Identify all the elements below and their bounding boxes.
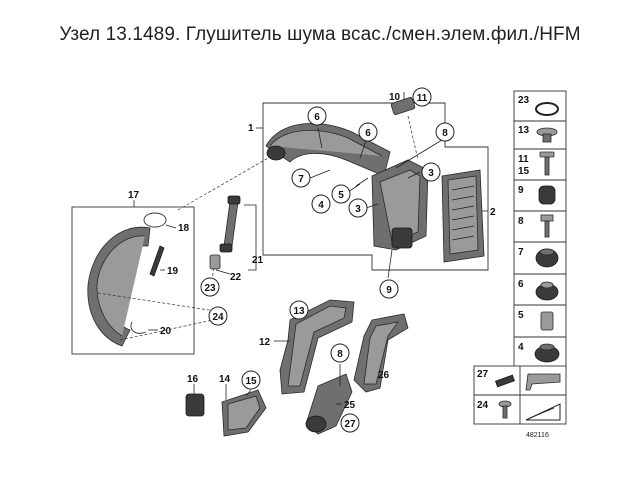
label-19: 19 [167, 266, 179, 277]
label-2: 2 [490, 207, 496, 218]
callout-5: 5 [331, 184, 351, 204]
bottom-num-27: 27 [477, 369, 489, 380]
svg-text:23: 23 [204, 283, 216, 294]
callout-13: 13 [289, 300, 309, 320]
screw-icon [539, 151, 555, 176]
side-num-6: 6 [518, 279, 524, 290]
callout-3a: 3 [348, 198, 368, 218]
callout-8a: 8 [435, 122, 455, 142]
bolt-washer-icon [498, 400, 512, 419]
rubber-mount-icon [538, 185, 556, 205]
callout-24: 24 [208, 306, 228, 326]
side-num-8: 8 [518, 216, 524, 227]
callout-6b: 6 [358, 122, 378, 142]
svg-text:27: 27 [344, 419, 356, 430]
vent-hose [149, 245, 165, 277]
svg-text:9: 9 [386, 285, 392, 296]
side-num-9: 9 [518, 185, 524, 196]
side-num-13: 13 [518, 125, 530, 136]
sleeve-icon [540, 311, 554, 331]
label-14: 14 [219, 374, 231, 385]
svg-text:3: 3 [428, 168, 434, 179]
svg-text:4: 4 [318, 200, 324, 211]
callout-3b: 3 [421, 162, 441, 182]
bolt-icon [540, 214, 554, 238]
svg-text:5: 5 [338, 190, 344, 201]
svg-text:8: 8 [442, 128, 448, 139]
seal-strip-icon [495, 374, 515, 388]
callout-9: 9 [379, 279, 399, 299]
label-16: 16 [187, 374, 199, 385]
side-num-11: 11 [518, 154, 529, 165]
clip-nut-icon [536, 127, 558, 143]
label-22: 22 [230, 272, 242, 283]
label-18: 18 [178, 223, 190, 234]
side-num-4: 4 [518, 342, 524, 353]
svg-text:11: 11 [417, 93, 428, 104]
callout-15: 15 [241, 370, 261, 390]
group-outline-1 [262, 102, 489, 271]
svg-text:3: 3 [355, 204, 361, 215]
svg-text:7: 7 [298, 174, 304, 185]
drawing-number: 482116 [526, 432, 549, 439]
side-num-15: 15 [518, 166, 530, 177]
svg-text:8: 8 [337, 349, 343, 360]
svg-text:6: 6 [314, 112, 320, 123]
callout-27: 27 [340, 413, 360, 433]
group-outline-17 [71, 206, 195, 355]
svg-text:6: 6 [365, 128, 371, 139]
svg-text:13: 13 [293, 306, 305, 317]
label-12: 12 [259, 337, 271, 348]
page-title: Узел 13.1489. Глушитель шума всас./смен.… [59, 24, 581, 45]
side-num-5: 5 [518, 310, 524, 321]
label-1: 1 [248, 123, 254, 134]
callout-8b: 8 [330, 343, 350, 363]
side-num-7: 7 [518, 247, 524, 258]
label-25: 25 [344, 400, 356, 411]
callout-11: 11 [412, 87, 432, 107]
damper-icon [534, 343, 560, 363]
callout-7: 7 [291, 168, 311, 188]
callout-4: 4 [311, 194, 331, 214]
callout-6a: 6 [307, 106, 327, 126]
svg-text:24: 24 [212, 312, 224, 323]
hfm-sensor [390, 97, 416, 115]
bushing-icon [535, 281, 559, 301]
label-21: 21 [252, 255, 264, 266]
breather-hose [223, 201, 239, 247]
label-20: 20 [160, 326, 172, 337]
side-panel: 23 13 11 15 9 8 7 6 5 4 [513, 90, 567, 371]
clip-16 [185, 393, 205, 417]
bracket-icon [525, 373, 561, 391]
label-26: 26 [378, 370, 390, 381]
bottom-num-24: 24 [477, 400, 489, 411]
grommet-icon [535, 248, 559, 268]
callout-23: 23 [200, 277, 220, 297]
label-10: 10 [389, 92, 401, 103]
bottom-panel: 27 24 [473, 365, 567, 425]
label-17: 17 [128, 190, 140, 201]
side-num-23: 23 [518, 95, 530, 106]
svg-text:15: 15 [245, 376, 257, 387]
o-ring-icon [535, 102, 559, 116]
